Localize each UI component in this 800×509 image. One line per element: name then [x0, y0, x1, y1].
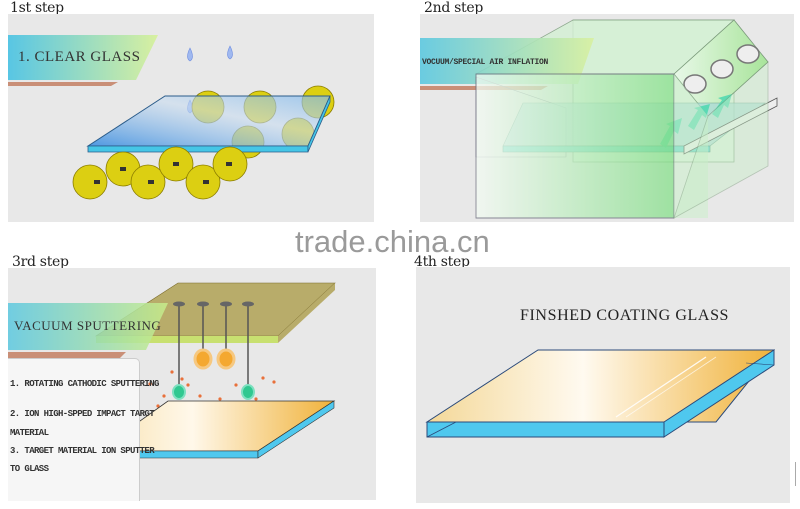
negative-ion-icon — [193, 348, 236, 370]
note-line: MATERIAL — [10, 428, 49, 438]
step-1-banner: 1. CLEAR GLASS — [18, 49, 141, 65]
note-line: 3. TARGET MATERIAL ION SPUTTER — [10, 446, 155, 456]
step-3-label: 3rd step — [12, 254, 69, 270]
step-2-illustration — [420, 19, 778, 219]
step-4-illustration — [425, 349, 776, 438]
step-3-banner: VACUUM SPUTTERING — [14, 318, 162, 333]
step-2-panel: VOCUUM/SPECIAL AIR INFLATION — [420, 14, 794, 222]
vent-hole-icon — [683, 44, 760, 94]
positive-ion-icon — [172, 384, 255, 400]
cathode-rod-icon — [178, 305, 249, 390]
step-1-label: 1st step — [10, 0, 64, 16]
note-line: 1. ROTATING CATHODIC SPUTTERING — [10, 379, 159, 389]
sputter-particle-icon — [148, 370, 276, 408]
edge-scroll-handle — [795, 462, 799, 486]
step-2-label: 2nd step — [424, 0, 483, 16]
step-1-illustration — [8, 35, 335, 200]
watermark: trade.china.cn — [295, 224, 490, 259]
step-4-label: 4th step — [414, 254, 470, 270]
step-1-banner-shape — [8, 35, 158, 80]
step-2-banner: VOCUUM/SPECIAL AIR INFLATION — [422, 58, 549, 67]
note-line: TO GLASS — [10, 464, 49, 474]
step-4-panel: FINSHED COATING GLASS — [416, 267, 790, 503]
step-1-panel: 1. CLEAR GLASS — [8, 14, 374, 222]
note-line: 2. ION HIGH-SPPED IMPACT TARGT — [10, 409, 155, 419]
step-4-banner: FINSHED COATING GLASS — [520, 307, 730, 324]
step-3-notes-box: 1. ROTATING CATHODIC SPUTTERING 2. ION H… — [8, 358, 159, 501]
